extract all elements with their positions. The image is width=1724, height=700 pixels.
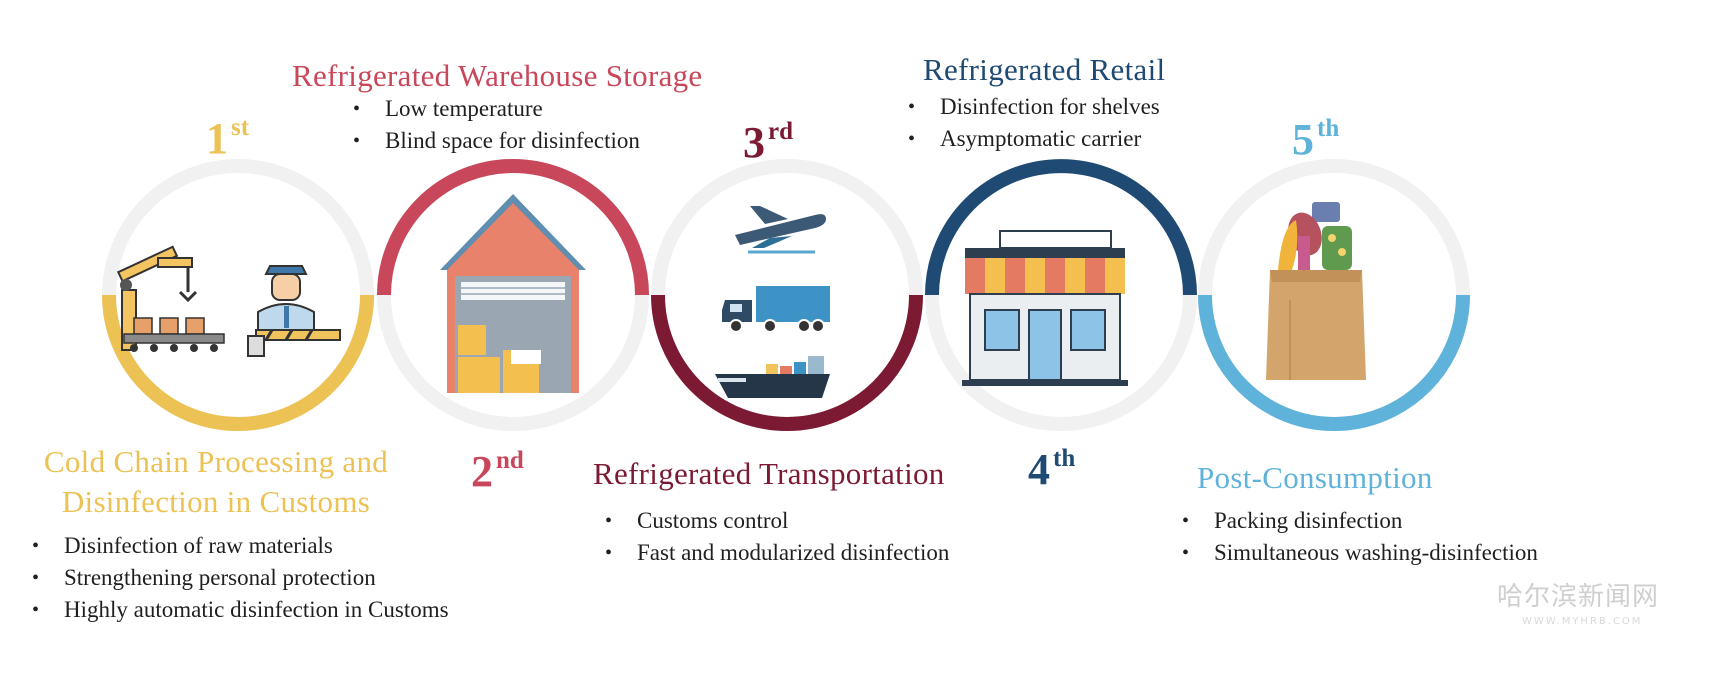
arc-stage-2 [377, 159, 649, 296]
stage-1-title: Cold Chain Processing and Disinfection i… [30, 442, 402, 522]
list-item: Disinfection of raw materials [28, 530, 449, 562]
list-item: Simultaneous washing-disinfection [1178, 537, 1538, 569]
list-item: Asymptomatic carrier [904, 123, 1160, 155]
truck-icon [722, 286, 830, 333]
ordinal-suffix: th [1053, 445, 1076, 472]
warehouse-icon [440, 194, 586, 393]
cargo-ship-icon [715, 356, 830, 398]
list-item: Blind space for disinfection [349, 125, 640, 157]
watermark-url: WWW.MYHRB.COM [1522, 616, 1643, 627]
arc-stage-1 [102, 294, 374, 431]
stage-1-title-line-1: Cold Chain Processing and [43, 444, 389, 479]
list-item: Packing disinfection [1178, 505, 1538, 537]
ordinal-number: 1 [206, 114, 228, 163]
list-item: Low temperature [349, 93, 640, 125]
stage-2-title: Refrigerated Warehouse Storage [292, 58, 703, 93]
ordinal-number: 4 [1028, 445, 1050, 494]
stage-4-bullets: Disinfection for shelves Asymptomatic ca… [904, 91, 1160, 155]
stage-2-bullets: Low temperature Blind space for disinfec… [349, 93, 640, 157]
watermark-logo: 哈尔滨新闻网 [1497, 582, 1660, 612]
stage-3-bullets: Customs control Fast and modularized dis… [601, 505, 949, 569]
list-item: Fast and modularized disinfection [601, 537, 949, 569]
stage-5-bullets: Packing disinfection Simultaneous washin… [1178, 505, 1538, 569]
arc-stage-5 [1198, 294, 1470, 431]
stage-1-title-line-2: Disinfection in Customs [61, 484, 371, 519]
ordinal-number: 5 [1292, 115, 1314, 164]
arc-stage-4 [925, 159, 1197, 296]
ordinal-number: 3 [743, 118, 765, 167]
grocery-bag-icon [1266, 202, 1366, 380]
ordinal-suffix: st [231, 114, 250, 141]
list-item: Disinfection for shelves [904, 91, 1160, 123]
stage-1-bullets: Disinfection of raw materials Strengthen… [28, 530, 449, 626]
ordinal-suffix: th [1317, 115, 1340, 142]
stage-3-title: Refrigerated Transportation [593, 456, 945, 491]
ordinal-suffix: rd [768, 118, 793, 145]
storefront-icon [962, 230, 1128, 386]
arc-stage-3 [651, 294, 923, 431]
ordinal-number: 2 [471, 447, 493, 496]
robot-arm-conveyor-icon [116, 245, 225, 352]
list-item: Customs control [601, 505, 949, 537]
list-item: Strengthening personal protection [28, 562, 449, 594]
customs-officer-icon [247, 265, 341, 357]
stage-4-title: Refrigerated Retail [923, 52, 1166, 87]
airplane-icon [735, 206, 826, 254]
stage-5-title: Post-Consumption [1197, 460, 1433, 495]
list-item: Highly automatic disinfection in Customs [28, 594, 449, 626]
ordinal-suffix: nd [496, 447, 524, 474]
